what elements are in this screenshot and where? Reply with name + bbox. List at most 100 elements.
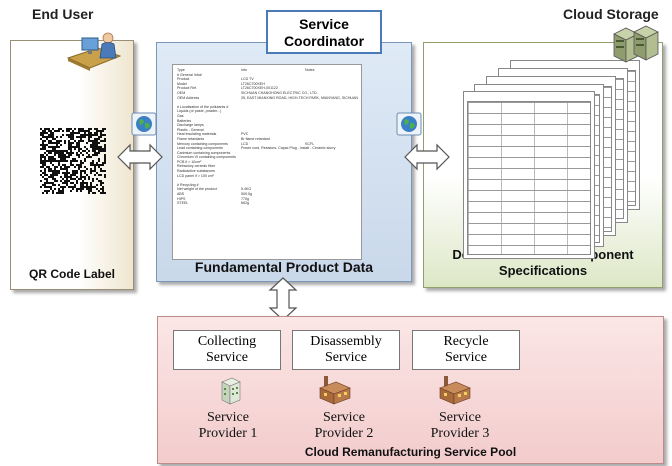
service-provider-2-line1: Service: [323, 410, 365, 425]
document-cell: 5.4KG: [241, 187, 252, 192]
document-row: Lead containing components Power cord, Re…: [177, 146, 357, 151]
collecting-service-box: Collecting Service: [173, 330, 281, 370]
cloud-storage-heading: Cloud Storage: [563, 6, 659, 22]
service-provider-3-line1: Service: [439, 410, 481, 425]
document-row: Plastic - General: [177, 128, 357, 133]
end-user-heading: End User: [32, 6, 94, 22]
document-cell: LT26C700XEH: [241, 81, 265, 86]
document-row: Batteries: [177, 119, 357, 124]
document-row: Discharge lamps: [177, 123, 357, 128]
document-cell: LCD panel if > 100 cm²: [177, 173, 214, 178]
service-provider-2-label: Service Provider 2: [294, 410, 394, 442]
specifications-title-line2: Specifications: [498, 263, 588, 278]
document-cell: 35, EAST MIANXING ROAD, HIGH-TECH PARK, …: [241, 95, 359, 100]
spec-sheet-front: [463, 91, 595, 259]
document-cell: Info: [241, 68, 247, 72]
document-row: Liquids (or paste, powder...): [177, 109, 357, 114]
document-row: Cadmium containing components: [177, 151, 357, 156]
service-provider-3-label: Service Provider 3: [410, 410, 510, 442]
service-provider-1-line2: Provider 1: [198, 426, 258, 441]
document-cell: Batteries: [177, 118, 192, 123]
document-row: Model LT26C700XEH: [177, 82, 357, 87]
qr-code-image: [40, 128, 106, 194]
document-cell: # Localisation of the pollutants #: [177, 104, 229, 109]
document-row: Product LCD TV: [177, 77, 357, 82]
disassembly-service-box: Disassembly Service: [292, 330, 400, 370]
document-cell: Lead containing components: [177, 146, 223, 151]
office-building-icon: [221, 377, 241, 405]
document-row: Heat insulating materials PVC: [177, 132, 357, 137]
document-cell: LT26C700XEH-001122: [241, 86, 278, 91]
document-row: Gas: [177, 114, 357, 119]
document-cell: Plastic - General: [177, 127, 204, 132]
document-row: Refractory ceramic fiber: [177, 164, 357, 169]
end-user-icon: [66, 32, 122, 71]
disassembly-service-line2: Service: [325, 350, 367, 365]
service-provider-1-label: Service Provider 1: [178, 410, 278, 442]
document-cell: Gas: [177, 113, 184, 118]
document-cell: Radioactive substances: [177, 169, 215, 174]
document-cell: SCFL: [305, 141, 315, 146]
service-provider-1-line1: Service: [207, 410, 249, 425]
document-cell: 770g: [241, 196, 249, 201]
document-cell: Mercury containing components: [177, 141, 228, 146]
factory-icon-2: [319, 376, 351, 405]
document-cell: Heat insulating materials: [177, 132, 217, 137]
document-row: LCD panel if > 100 cm²: [177, 174, 357, 179]
document-cell: STEEL: [177, 201, 189, 206]
server-icon: [613, 25, 659, 63]
service-provider-2-line2: Provider 2: [314, 426, 374, 441]
document-cell: HIPS: [177, 196, 186, 201]
document-cell: Cadmium containing components: [177, 150, 231, 155]
document-cell: ABS: [177, 192, 185, 197]
document-cell: Model: [177, 81, 187, 86]
document-row: Radioactive substances: [177, 169, 357, 174]
service-pool-panel-title: Cloud Remanufacturing Service Pool: [304, 445, 517, 459]
factory-icon-3: [439, 376, 471, 405]
service-provider-3-line2: Provider 3: [430, 426, 490, 441]
document-row: # Recycling #: [177, 183, 357, 188]
document-row: Product Ref. LT26C700XEH-001122: [177, 86, 357, 91]
document-row: Net weight of the product 5.4KG: [177, 187, 357, 192]
globe-icon-left: [131, 112, 157, 136]
collecting-service-line1: Collecting: [197, 334, 257, 349]
document-cell: Flame retardants: [177, 136, 205, 141]
document-cell: Refractory ceramic fiber: [177, 164, 216, 169]
document-row: # Localisation of the pollutants #: [177, 105, 357, 110]
document-row: STEEL 662g: [177, 201, 357, 206]
document-cell: Type: [177, 68, 185, 72]
document-cell: 509.5g: [241, 192, 252, 197]
document-row: ABS 509.5g: [177, 192, 357, 197]
document-cell: Br flame retardant: [241, 136, 270, 141]
double-arrow-right: [404, 143, 450, 171]
document-row: # General Info#: [177, 73, 357, 78]
document-cell: # Recycling #: [177, 182, 199, 187]
document-cell: Power cord, Resistors, Capac Plug - inst…: [241, 146, 336, 151]
recycle-service-box: Recycle Service: [412, 330, 520, 370]
qr-code-panel-title: QR Code Label: [28, 267, 115, 281]
document-cell: Net weight of the product: [177, 187, 217, 192]
document-row: PCB if > 10cm²: [177, 160, 357, 165]
document-cell: PVC: [241, 132, 249, 137]
document-cell: Product Ref.: [177, 86, 197, 91]
service-coordinator-box: Service Coordinator: [266, 10, 382, 54]
document-cell: Liquids (or paste, powder...): [177, 109, 222, 114]
document-row: OEM Address 35, EAST MIANXING ROAD, HIGH-…: [177, 95, 359, 101]
document-row: Mercury containing components LCD SCFL: [177, 142, 357, 147]
recycle-service-line1: Recycle: [443, 334, 489, 349]
service-coordinator-line2: Coordinator: [283, 33, 365, 49]
document-cell: Notes: [305, 68, 315, 72]
disassembly-service-line1: Disassembly: [310, 334, 382, 349]
recycle-service-line2: Service: [445, 350, 487, 365]
document-cell: 662g: [241, 201, 249, 206]
document-cell: LCD: [241, 141, 249, 146]
document-cell: OEM Address: [177, 95, 200, 100]
document-cell: SICHUAN CHANGHONG ELECTRIC CO., LTD.: [241, 90, 318, 95]
document-row: Type Info Notes: [177, 68, 357, 73]
document-cell: Product: [177, 77, 190, 82]
document-cell: LCD TV: [241, 77, 254, 82]
double-arrow-left: [117, 143, 163, 171]
document-cell: # General Info#: [177, 72, 202, 77]
